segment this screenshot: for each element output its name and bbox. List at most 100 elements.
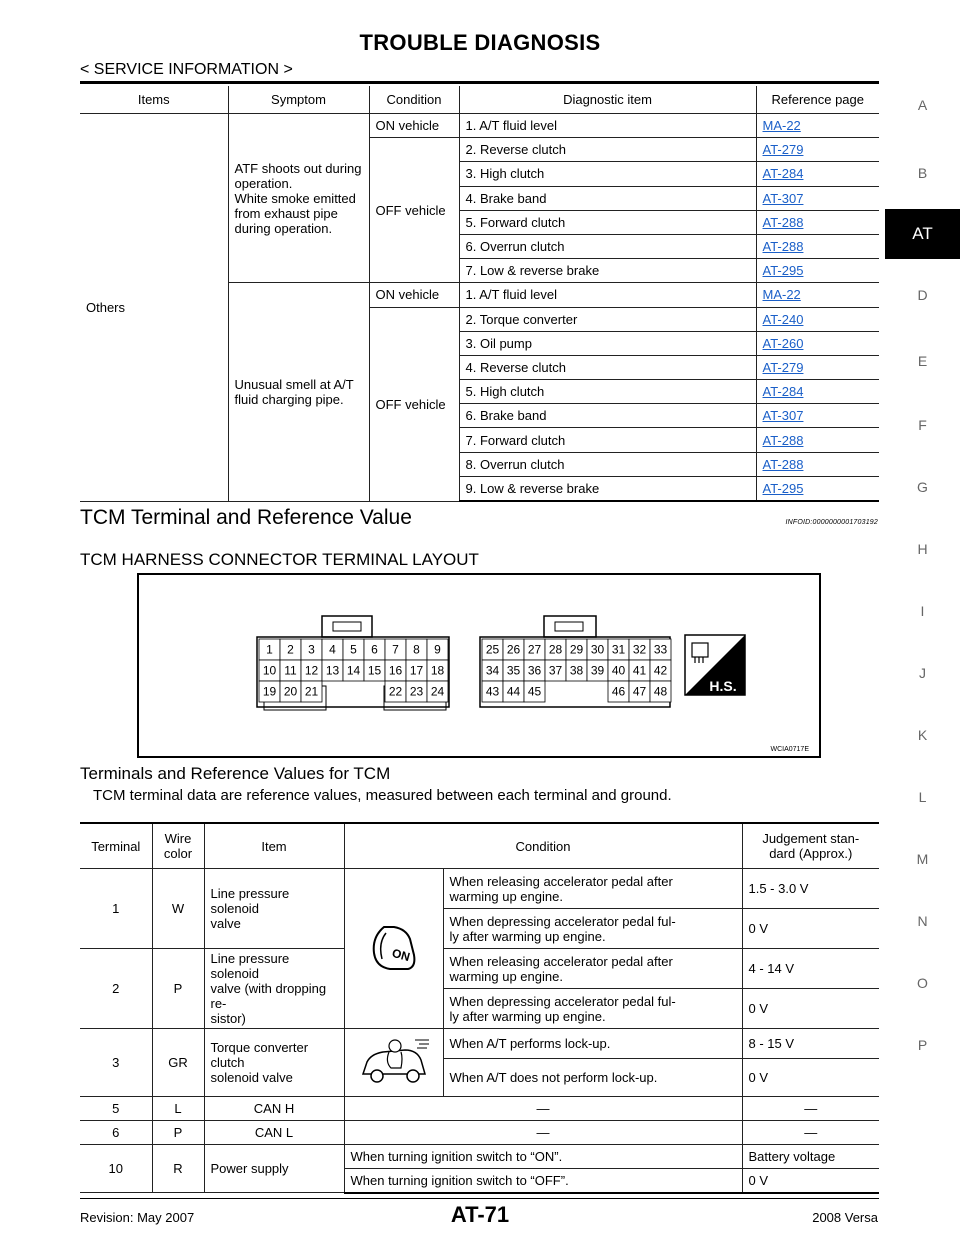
- section-tab-i[interactable]: I: [920, 603, 925, 619]
- condition-text: When depressing accelerator pedal ful-ly…: [443, 988, 743, 1029]
- condition-cell: ON vehicle: [368, 282, 460, 308]
- terminal-pin: 21: [305, 685, 319, 699]
- judgement-value: 0 V: [741, 1058, 879, 1097]
- terminal-pin: 36: [528, 664, 542, 678]
- terminal-pin: 14: [347, 664, 361, 678]
- footer-rule: [80, 1198, 879, 1199]
- reference-link[interactable]: AT-288: [762, 456, 804, 472]
- diag-item: 3. High clutch: [459, 161, 757, 187]
- terminal-number: 2: [80, 948, 153, 1029]
- section-tab-a[interactable]: A: [917, 97, 928, 113]
- section-tab-f[interactable]: F: [918, 417, 927, 433]
- reference-link[interactable]: AT-279: [762, 142, 804, 158]
- section-tab-p[interactable]: P: [917, 1037, 928, 1053]
- reference-link[interactable]: MA-22: [762, 118, 801, 134]
- terminal-pin: 39: [591, 664, 605, 678]
- terminal-pin: 40: [612, 664, 626, 678]
- section-tab-k[interactable]: K: [917, 727, 928, 743]
- wire-color: GR: [151, 1028, 205, 1097]
- reference-link[interactable]: MA-22: [762, 287, 801, 303]
- reference-link[interactable]: AT-307: [762, 190, 804, 206]
- terminal-pin: 22: [389, 685, 403, 699]
- terminal-pin: 33: [654, 643, 668, 657]
- section-tab-at[interactable]: AT: [885, 209, 960, 259]
- condition-text: —: [343, 1096, 743, 1121]
- terminal-pin: 12: [305, 664, 319, 678]
- reference-link[interactable]: AT-240: [762, 311, 804, 327]
- terminal-pin: 7: [392, 643, 399, 657]
- diag-item: 4. Brake band: [459, 185, 757, 211]
- vehicle-driving-icon: [343, 1028, 444, 1097]
- terminal-number: 1: [80, 868, 153, 949]
- section-label: < SERVICE INFORMATION >: [80, 61, 293, 78]
- diag-item: 2. Reverse clutch: [458, 137, 757, 163]
- terminal-cell: [523, 680, 546, 703]
- reference-link[interactable]: AT-295: [762, 480, 804, 496]
- diagnosis-table: Items Symptom Condition Diagnostic item …: [80, 86, 879, 502]
- col-condition: Condition: [343, 822, 743, 869]
- terminal-pin: 31: [612, 643, 626, 657]
- judgement-value: 1.5 - 3.0 V: [741, 868, 879, 909]
- condition-cell: OFF vehicle: [369, 306, 460, 502]
- terminal-pin: 1: [266, 643, 273, 657]
- section-tab-o[interactable]: O: [917, 975, 928, 991]
- section-tab-l[interactable]: L: [918, 789, 927, 805]
- terminal-pin: 37: [549, 664, 563, 678]
- reference-link[interactable]: AT-295: [762, 263, 804, 279]
- section-tab-m[interactable]: M: [916, 851, 929, 867]
- diag-item: 4. Reverse clutch: [459, 354, 757, 381]
- section-tab-b[interactable]: B: [917, 165, 928, 181]
- judgement-value: 0 V: [741, 988, 879, 1029]
- condition-text: When turning ignition switch to “OFF”.: [344, 1168, 743, 1194]
- terminal-pin: 48: [654, 685, 668, 699]
- terminal-pin: 5: [350, 643, 357, 657]
- terminals-heading: Terminals and Reference Values for TCM: [80, 764, 391, 783]
- section-tab-j[interactable]: J: [919, 665, 926, 681]
- terminal-pin: 28: [549, 643, 563, 657]
- diag-item: 8. Overrun clutch: [459, 451, 757, 477]
- diag-item: 3. Oil pump: [459, 330, 757, 356]
- terminal-pin: 47: [633, 685, 647, 699]
- reference-link[interactable]: AT-260: [762, 335, 804, 351]
- reference-link[interactable]: AT-279: [762, 359, 804, 375]
- reference-link[interactable]: AT-284: [762, 384, 804, 400]
- section-tab-h[interactable]: H: [917, 541, 928, 557]
- reference-link[interactable]: AT-288: [762, 432, 804, 448]
- header-rule: [80, 81, 879, 84]
- reference-link[interactable]: AT-288: [762, 239, 804, 255]
- diag-item: 1. A/T fluid level: [458, 112, 757, 139]
- condition-text: When A/T performs lock-up.: [442, 1028, 743, 1059]
- section-tab-e[interactable]: E: [917, 353, 928, 369]
- condition-cell: ON vehicle: [368, 112, 460, 139]
- condition-text: When depressing accelerator pedal ful-ly…: [443, 908, 743, 949]
- layout-heading: TCM HARNESS CONNECTOR TERMINAL LAYOUT: [80, 550, 479, 569]
- terminal-pin: 46: [612, 685, 626, 699]
- terminal-pin: 35: [507, 664, 521, 678]
- section-tab-g[interactable]: G: [917, 479, 928, 495]
- col-items: Items: [80, 86, 229, 114]
- page-title: TROUBLE DIAGNOSIS: [359, 30, 601, 55]
- terminal-pin: 34: [486, 664, 500, 678]
- info-id: INFOID:0000000001703192: [785, 519, 878, 526]
- terminal-pin: 26: [507, 643, 521, 657]
- terminal-item: CAN H: [203, 1096, 345, 1121]
- wire-color: L: [151, 1096, 205, 1121]
- terminal-item: Power supply: [203, 1144, 345, 1193]
- terminal-pin: 30: [591, 643, 605, 657]
- section-tab-d[interactable]: D: [917, 287, 928, 303]
- diag-item: 2. Torque converter: [458, 306, 757, 332]
- section-tab-n[interactable]: N: [917, 913, 928, 929]
- reference-link[interactable]: AT-284: [762, 166, 804, 182]
- terminal-pin: 42: [654, 664, 668, 678]
- col-condition: Condition: [368, 86, 460, 114]
- reference-link[interactable]: AT-307: [762, 408, 804, 424]
- col-ref: Reference page: [755, 86, 879, 114]
- wire-color: P: [151, 948, 205, 1029]
- reference-link[interactable]: AT-288: [762, 214, 804, 230]
- ignition-on-label: ON: [390, 946, 411, 964]
- judgement-value: 0 V: [741, 908, 879, 949]
